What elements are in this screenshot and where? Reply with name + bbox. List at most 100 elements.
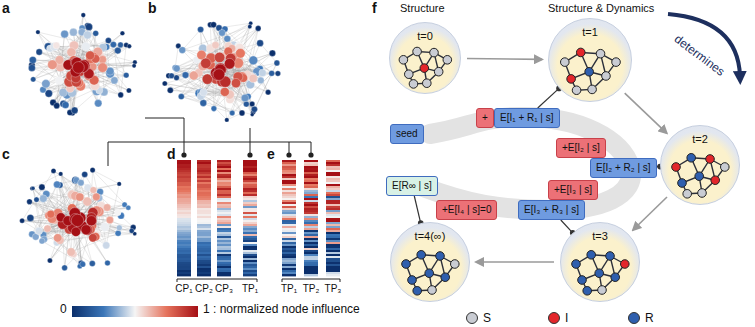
network-node <box>116 225 122 231</box>
network-edge <box>260 43 277 63</box>
contact-node <box>409 80 418 89</box>
box-text: E[R∞ | s] <box>392 180 432 191</box>
time-label: t=3 <box>561 223 639 243</box>
network-edge <box>214 28 258 108</box>
network-edge <box>121 45 127 95</box>
network-node <box>86 51 95 60</box>
network-edge <box>83 15 102 60</box>
panel-letter: c <box>2 146 10 162</box>
network-node <box>54 234 62 242</box>
legend-text: R <box>645 311 654 325</box>
network-node <box>115 230 121 236</box>
network-node <box>47 210 55 218</box>
network-node <box>62 265 68 271</box>
network-plot <box>162 21 280 122</box>
network-node <box>251 106 257 112</box>
box-text: E[I₃ + R₃ | s] <box>524 204 579 215</box>
network-edge <box>175 46 178 68</box>
contact-node <box>428 286 437 295</box>
network-node <box>48 60 58 70</box>
box-text: E[I₁ + R₁ | s] <box>500 112 554 123</box>
network-node <box>51 168 56 173</box>
network-node <box>59 88 67 96</box>
legend-swatch <box>466 312 478 324</box>
contact-node <box>695 172 704 181</box>
network-edge <box>57 47 86 106</box>
contact-node <box>612 58 621 67</box>
network-node <box>31 186 35 190</box>
colorbar <box>72 306 198 317</box>
network-node <box>248 25 252 29</box>
network-edge <box>220 28 258 70</box>
contact-node <box>698 189 707 198</box>
network-node <box>115 209 122 216</box>
contact-node <box>678 179 687 188</box>
contact-node <box>711 176 720 185</box>
network-node <box>27 214 34 221</box>
network-node <box>73 62 85 74</box>
network-node <box>45 90 52 97</box>
network-node <box>115 47 122 54</box>
time-label: t=4(∞) <box>391 223 469 243</box>
leader-dot <box>247 152 252 157</box>
network-node <box>236 49 246 59</box>
network-node <box>249 56 258 65</box>
network-node <box>90 168 95 173</box>
network-node <box>132 64 136 68</box>
legend-item: I <box>548 311 568 325</box>
network-node <box>224 35 231 42</box>
contact-node <box>672 163 681 172</box>
network-node <box>174 75 180 81</box>
network-node <box>20 218 25 223</box>
contact-node <box>425 269 434 278</box>
arrow-label: determines <box>671 33 727 80</box>
network-node <box>213 69 225 81</box>
contact-node <box>576 48 585 57</box>
panel-letter: b <box>148 0 157 16</box>
contact-node <box>596 49 605 58</box>
state-circle: t=0 <box>389 22 461 94</box>
network-node <box>87 216 97 226</box>
contact-node <box>436 252 445 261</box>
network-edge <box>33 188 90 229</box>
network-node <box>169 73 175 79</box>
network-node <box>173 65 180 72</box>
network-node <box>89 234 97 242</box>
network-node <box>39 238 45 244</box>
network-node <box>40 195 48 203</box>
network-edge <box>181 97 232 113</box>
network-node <box>214 52 224 62</box>
network-node <box>82 171 88 177</box>
network-edge <box>57 47 86 106</box>
network-node <box>36 30 40 34</box>
network-node <box>162 81 167 86</box>
leader-line <box>250 128 251 153</box>
network-node <box>120 31 125 36</box>
bar-label: TP₁ <box>281 283 297 295</box>
network-node <box>219 29 226 36</box>
contact-node <box>578 276 587 285</box>
bar-label: TP₁ <box>242 283 258 295</box>
network-node <box>126 88 131 93</box>
flow-arrow <box>476 261 554 263</box>
network-edge <box>206 63 255 109</box>
contact-node <box>572 260 581 269</box>
network-plot <box>28 13 137 116</box>
network-node <box>27 199 33 205</box>
network-edge <box>88 46 129 74</box>
network-node <box>103 242 110 249</box>
network-node <box>86 216 96 226</box>
network-node <box>241 94 249 102</box>
contact-node <box>443 56 452 65</box>
network-edge <box>66 45 121 105</box>
network-edge <box>33 27 89 79</box>
contact-node <box>585 67 594 76</box>
bar-label: CP₁ <box>175 283 192 295</box>
expectation-box: + <box>476 108 494 128</box>
network-node <box>110 42 116 48</box>
flow-arrow <box>625 93 667 133</box>
network-node <box>61 30 69 38</box>
heat-stripe <box>177 274 191 276</box>
network-node <box>200 100 207 107</box>
